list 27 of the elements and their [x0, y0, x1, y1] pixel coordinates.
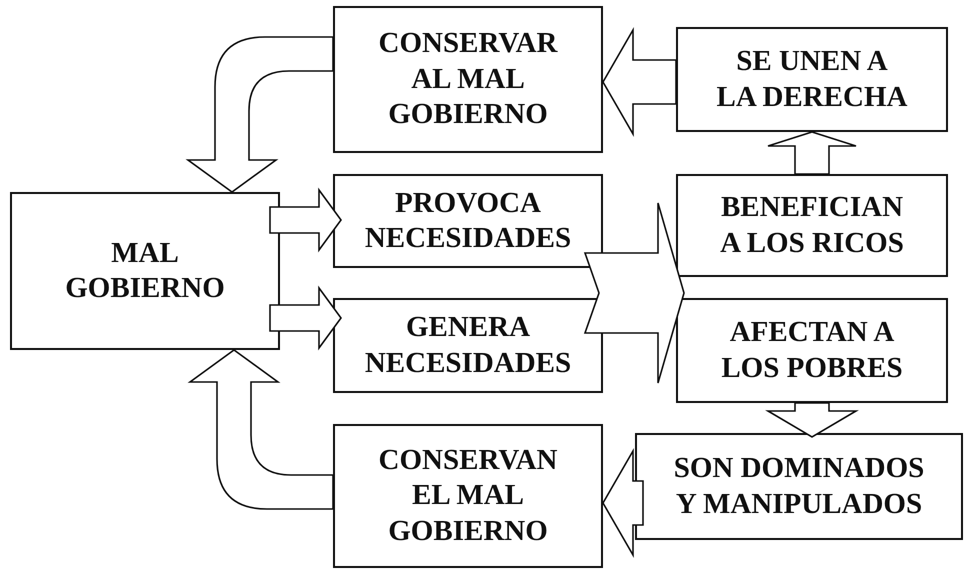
- block-arrow: [602, 27, 677, 137]
- box-label: SON DOMINADOS Y MANIPULADOS: [672, 451, 926, 522]
- box-label: GENERA NECESIDADES: [364, 310, 572, 380]
- text-box: [333, 6, 603, 153]
- block-arrow: [189, 349, 334, 510]
- block-arrow: [269, 188, 342, 252]
- box-label: BENEFICIAN A LOS RICOS: [719, 190, 905, 260]
- text-box: [333, 298, 603, 393]
- box-label: CONSERVAR AL MAL GOBIERNO: [378, 26, 559, 132]
- box-label: PROVOCA NECESIDADES: [364, 186, 572, 256]
- block-arrow: [602, 448, 644, 558]
- block-arrow: [584, 202, 685, 384]
- block-arrow: [187, 36, 334, 193]
- text-box: [635, 433, 963, 540]
- text-box: [676, 27, 948, 132]
- text-box: [333, 424, 603, 568]
- text-box: [333, 174, 603, 268]
- text-box: [676, 298, 948, 403]
- block-arrow: [767, 131, 857, 175]
- text-box: [676, 174, 948, 277]
- box-label: MAL GOBIERNO: [64, 236, 226, 306]
- box-label: AFECTAN A LOS POBRES: [720, 315, 904, 386]
- block-arrow: [269, 286, 342, 350]
- box-label: SE UNEN A LA DERECHA: [716, 44, 908, 114]
- box-label: CONSERVAN EL MAL GOBIERNO: [378, 442, 558, 549]
- text-box: [10, 192, 280, 350]
- block-arrow: [765, 402, 859, 438]
